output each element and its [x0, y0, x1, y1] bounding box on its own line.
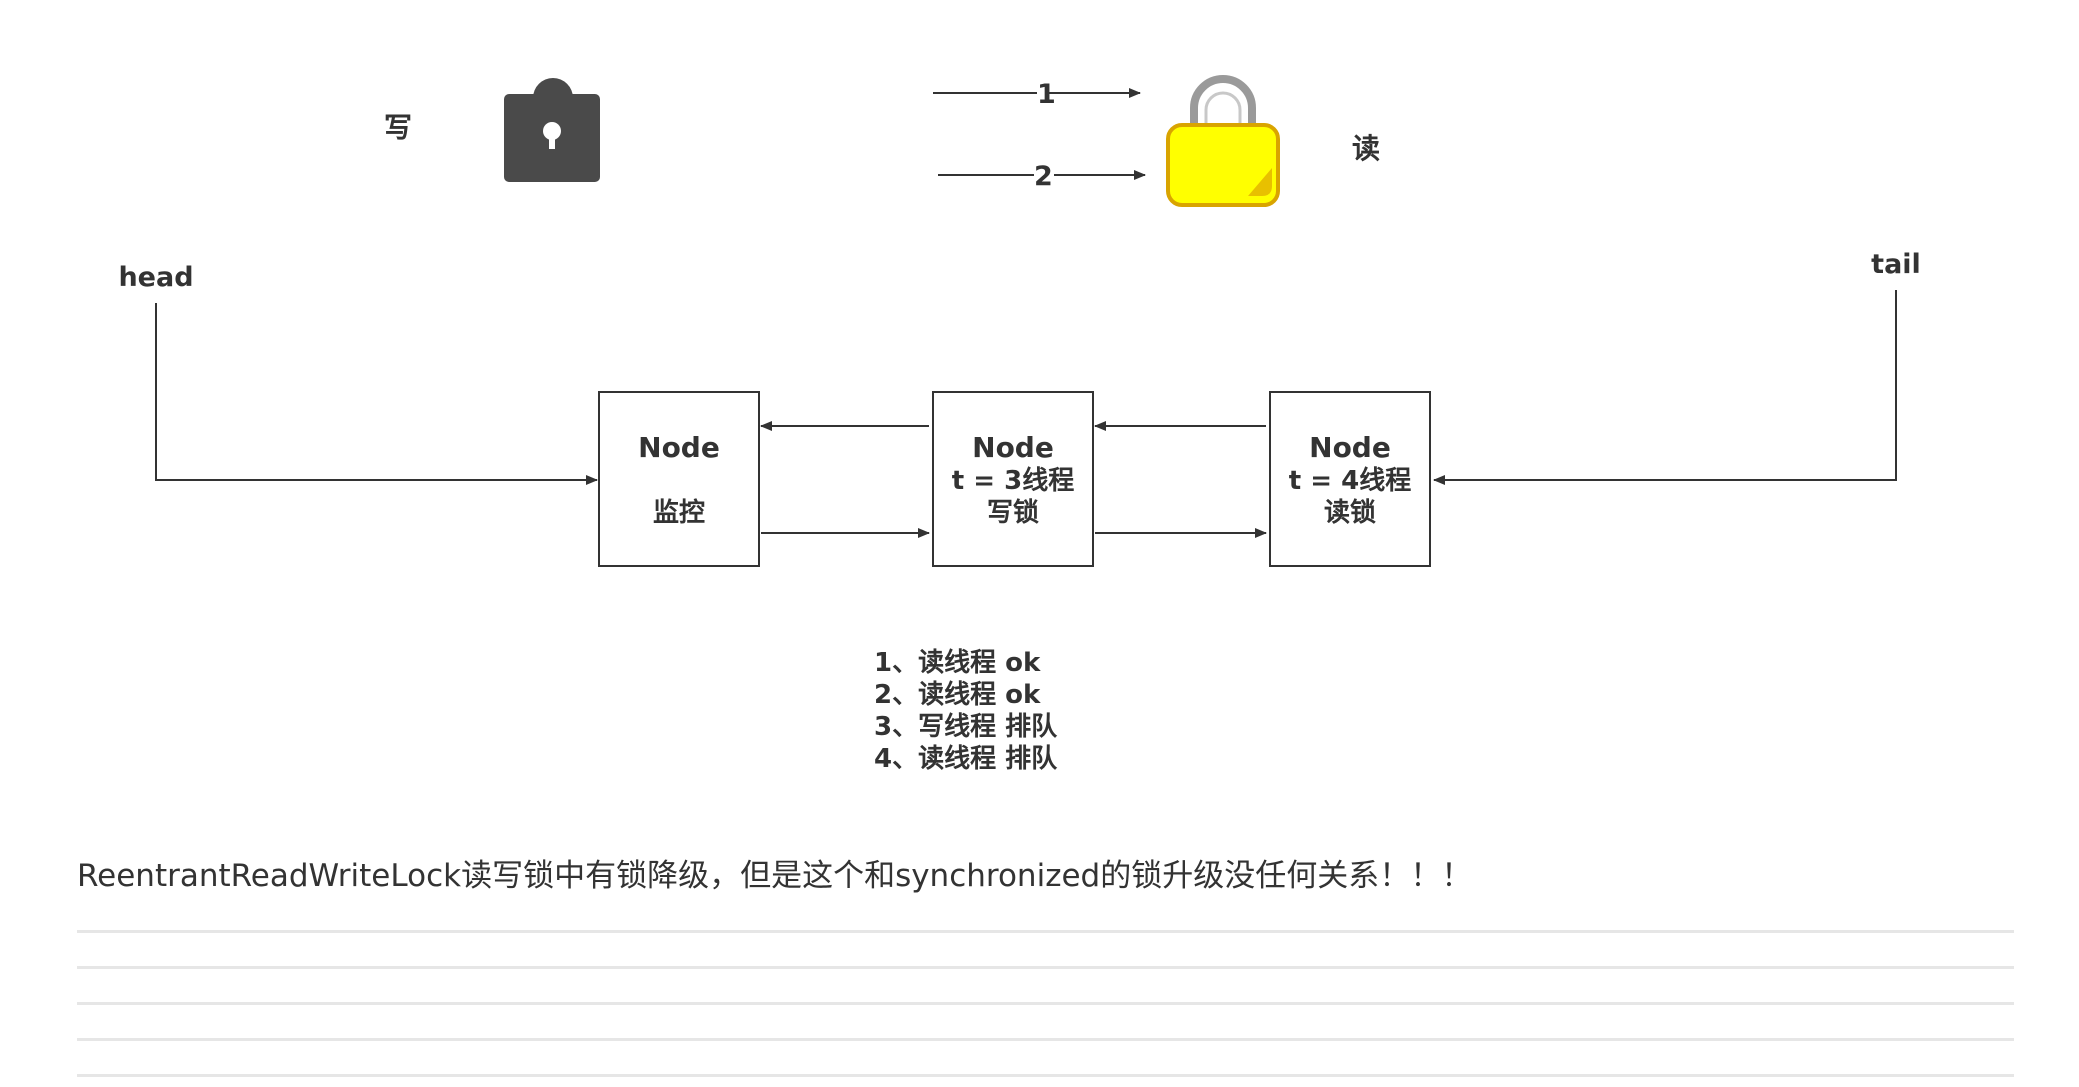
node-1-status: 监控	[653, 498, 705, 528]
write-label: 写	[384, 111, 412, 144]
arrow-2-label: 2	[1034, 161, 1053, 192]
head-label: head	[118, 262, 193, 293]
divider-line	[77, 1074, 2014, 1077]
note-item: 3、写线程 排队	[874, 712, 1058, 742]
tail-pointer-line	[1433, 290, 1897, 485]
node-3-lock: 读锁	[1324, 497, 1376, 528]
divider-line	[77, 930, 2014, 933]
node-3: Node t = 4线程 读锁	[1269, 391, 1431, 567]
node-2-lock: 写锁	[987, 497, 1039, 528]
note-item: 4、读线程 排队	[874, 744, 1058, 774]
diagram-canvas: 写 1 2 读 head tail Node 监控 Node t = 3线程 写…	[118, 75, 1921, 774]
node-3-thread: t = 4线程	[1289, 466, 1411, 496]
node-2-thread: t = 3线程	[952, 466, 1074, 496]
caption-text: ReentrantReadWriteLock读写锁中有锁降级，但是这个和sync…	[77, 858, 1473, 894]
note-item: 2、读线程 ok	[874, 680, 1041, 710]
divider-line	[77, 1002, 2014, 1005]
note-item: 1、读线程 ok	[874, 648, 1041, 678]
divider-line	[77, 1038, 2014, 1041]
node-3-title: Node	[1309, 431, 1391, 464]
arrow-1-label: 1	[1037, 79, 1056, 110]
divider-line	[77, 966, 2014, 969]
read-lock-icon	[1166, 75, 1280, 207]
node-1: Node 监控	[598, 391, 760, 567]
head-pointer-line	[155, 303, 598, 485]
node-2: Node t = 3线程 写锁	[932, 391, 1094, 567]
write-lock-icon	[504, 78, 600, 182]
tail-label: tail	[1871, 249, 1921, 280]
read-label: 读	[1352, 132, 1380, 165]
node-2-title: Node	[972, 431, 1054, 464]
node-1-title: Node	[638, 431, 720, 464]
notes-list: 1、读线程 ok 2、读线程 ok 3、写线程 排队 4、读线程 排队	[874, 648, 1058, 774]
